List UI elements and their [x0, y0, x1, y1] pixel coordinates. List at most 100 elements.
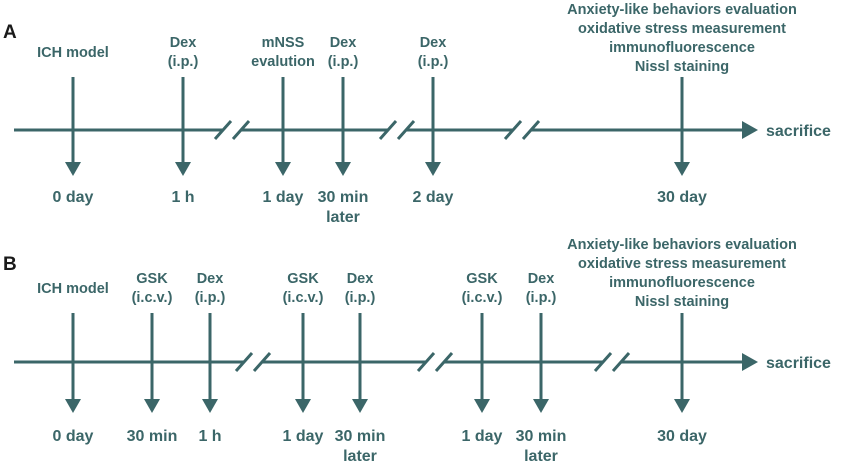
event-label-line: (i.c.v.): [283, 290, 324, 306]
axis-break-3-slash-right: [521, 120, 541, 140]
time-label-line: 1 day: [263, 189, 304, 206]
event-label-line: mNSS: [262, 35, 305, 51]
event-arrow-head: [674, 399, 690, 413]
axis-break-2-slash-left: [416, 352, 436, 372]
event-label-line: (i.p.): [345, 290, 376, 306]
event-arrow-head: [202, 399, 218, 413]
axis-break-3-slash-left: [503, 120, 523, 140]
event-label-line: (i.p.): [418, 54, 449, 70]
axis-break-2-slash-right: [434, 352, 454, 372]
event-label: GSK (i.c.v.): [132, 271, 173, 306]
event-label-line: immunofluorescence: [609, 40, 755, 56]
event-label-line: Nissl staining: [635, 294, 729, 310]
event-label-line: Dex: [528, 271, 555, 287]
event-label: Dex (i.p.): [418, 35, 449, 70]
event-label-line: Anxiety-like behaviors evaluation: [567, 2, 797, 18]
event-label-line: Anxiety-like behaviors evaluation: [567, 237, 797, 253]
axis-break-1-slash-right: [252, 352, 272, 372]
axis-break-2-slash-left: [378, 120, 398, 140]
axis-break-1-gap: [237, 354, 269, 368]
event-label: GSK(i.c.v.): [462, 271, 503, 306]
axis-break-1-gap: [216, 122, 248, 136]
time-label-line: 1 h: [198, 428, 221, 445]
event-arrow-head: [533, 399, 549, 413]
event-arrow-head: [674, 162, 690, 176]
time-label: 30 day: [657, 428, 707, 445]
panel-letter: B: [3, 254, 17, 275]
time-label: 2 day: [413, 189, 454, 206]
event-label: GSK (i.c.v.): [283, 271, 324, 306]
event-arrow-head: [275, 162, 291, 176]
time-label-line: 30 min: [335, 428, 386, 445]
event-label-line: GSK: [136, 271, 168, 287]
panel-letter: A: [3, 22, 17, 43]
event-label: Dex (i.p.): [526, 271, 557, 306]
time-label-line: 0 day: [53, 189, 94, 206]
event-label: Dex (i.p.): [328, 35, 359, 70]
axis-break-3-gap: [506, 122, 538, 136]
event-label-line: (i.p.): [195, 290, 226, 306]
time-label-line: 30 day: [657, 189, 707, 206]
event-arrow-head: [295, 399, 311, 413]
time-label: 1 day: [263, 189, 304, 206]
event-label-line: (i.p.): [328, 54, 359, 70]
time-label-line: 1 day: [462, 428, 503, 445]
event-label-line: Dex: [170, 35, 197, 51]
event-arrow-head: [144, 399, 160, 413]
axis-break-2-gap: [419, 354, 451, 368]
event-label-line: (i.c.v.): [132, 290, 173, 306]
event-label-line: Dex: [330, 35, 357, 51]
event-arrow-head: [175, 162, 191, 176]
time-label: 30 min later: [335, 428, 386, 463]
time-label: 1 day: [283, 428, 324, 445]
event-arrow-head: [425, 162, 441, 176]
time-label-line: 2 day: [413, 189, 454, 206]
time-label-line: later: [326, 209, 360, 226]
event-label-line: ICH model: [37, 281, 109, 297]
event-label-line: immunofluorescence: [609, 275, 755, 291]
event-label-line: evalution: [251, 54, 315, 70]
time-label-line: 30 min: [318, 189, 369, 206]
event-label: Dex (i.p.): [345, 271, 376, 306]
event-label: Anxiety-like behaviors evaluation oxidati…: [567, 237, 797, 310]
event-label-line: Dex: [347, 271, 374, 287]
event-arrow-head: [335, 162, 351, 176]
time-label: 1 h: [171, 189, 194, 206]
event-label-line: GSK: [287, 271, 319, 287]
event-label: ICH model: [37, 281, 109, 297]
time-label: 0 day: [53, 189, 94, 206]
event-label-line: Dex: [197, 271, 224, 287]
time-label-line: 1 day: [283, 428, 324, 445]
time-label: 0 day: [53, 428, 94, 445]
axis-break-2-slash-right: [396, 120, 416, 140]
axis-break-3-gap: [596, 354, 628, 368]
time-label: 30 min: [127, 428, 178, 445]
event-label: ICH model: [37, 45, 109, 61]
event-label-line: Dex: [420, 35, 447, 51]
event-arrow-head: [352, 399, 368, 413]
event-arrow-head: [474, 399, 490, 413]
event-label-line: (i.p.): [526, 290, 557, 306]
time-label: 30 min later: [318, 189, 369, 226]
event-arrow-head: [65, 162, 81, 176]
time-label: 1 h: [198, 428, 221, 445]
time-label-line: 30 min: [127, 428, 178, 445]
axis-break-1-slash-left: [213, 120, 233, 140]
timeline-arrowhead: [742, 353, 758, 371]
time-label-line: 30 day: [657, 428, 707, 445]
time-label-line: 1 h: [171, 189, 194, 206]
axis-break-2-gap: [381, 122, 413, 136]
time-label-line: 30 min: [516, 428, 567, 445]
time-label: 1 day: [462, 428, 503, 445]
event-label: Dex(i.p.): [168, 35, 199, 70]
time-label-line: later: [343, 448, 377, 463]
event-label-line: oxidative stress measurement: [578, 256, 786, 272]
axis-end-label: sacrifice: [766, 123, 831, 140]
event-label-line: ICH model: [37, 45, 109, 61]
time-label: 30 day: [657, 189, 707, 206]
axis-break-1-slash-left: [234, 352, 254, 372]
axis-break-3-slash-left: [593, 352, 613, 372]
